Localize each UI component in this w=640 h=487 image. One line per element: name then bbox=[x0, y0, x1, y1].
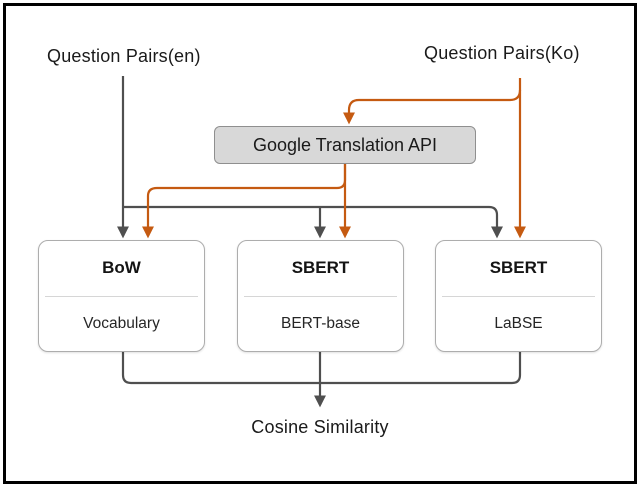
google-translation-api-node: Google Translation API bbox=[214, 126, 476, 164]
google-translation-api-label: Google Translation API bbox=[252, 134, 438, 155]
sbert-labse-node: SBERT LaBSE bbox=[435, 240, 602, 352]
sbert-base-subtitle: BERT-base bbox=[281, 314, 360, 332]
sbert-base-title: SBERT bbox=[291, 258, 350, 278]
sbert-base-node: SBERT BERT-base bbox=[237, 240, 404, 352]
bow-title: BoW bbox=[102, 258, 141, 278]
sbert-labse-title: SBERT bbox=[489, 258, 548, 278]
bow-divider bbox=[45, 295, 198, 297]
bow-node: BoW Vocabulary bbox=[38, 240, 205, 352]
line-bow-to-merge bbox=[121, 352, 320, 385]
cosine-similarity-label: Cosine Similarity bbox=[251, 417, 389, 437]
arrow-api-to-bow bbox=[141, 164, 347, 239]
arrow-ko-to-translation-api bbox=[342, 89, 522, 125]
question-pairs-ko-label: Question Pairs(Ko) bbox=[424, 43, 580, 63]
bow-subtitle: Vocabulary bbox=[83, 314, 160, 332]
sbert-labse-subtitle: LaBSE bbox=[494, 314, 543, 332]
sbert-labse-divider bbox=[442, 295, 595, 297]
question-pairs-en-label: Question Pairs(en) bbox=[47, 46, 201, 66]
line-labse-to-merge bbox=[320, 352, 522, 385]
arrow-en-to-sbert-labse bbox=[123, 205, 504, 239]
sbert-base-divider bbox=[244, 295, 397, 297]
